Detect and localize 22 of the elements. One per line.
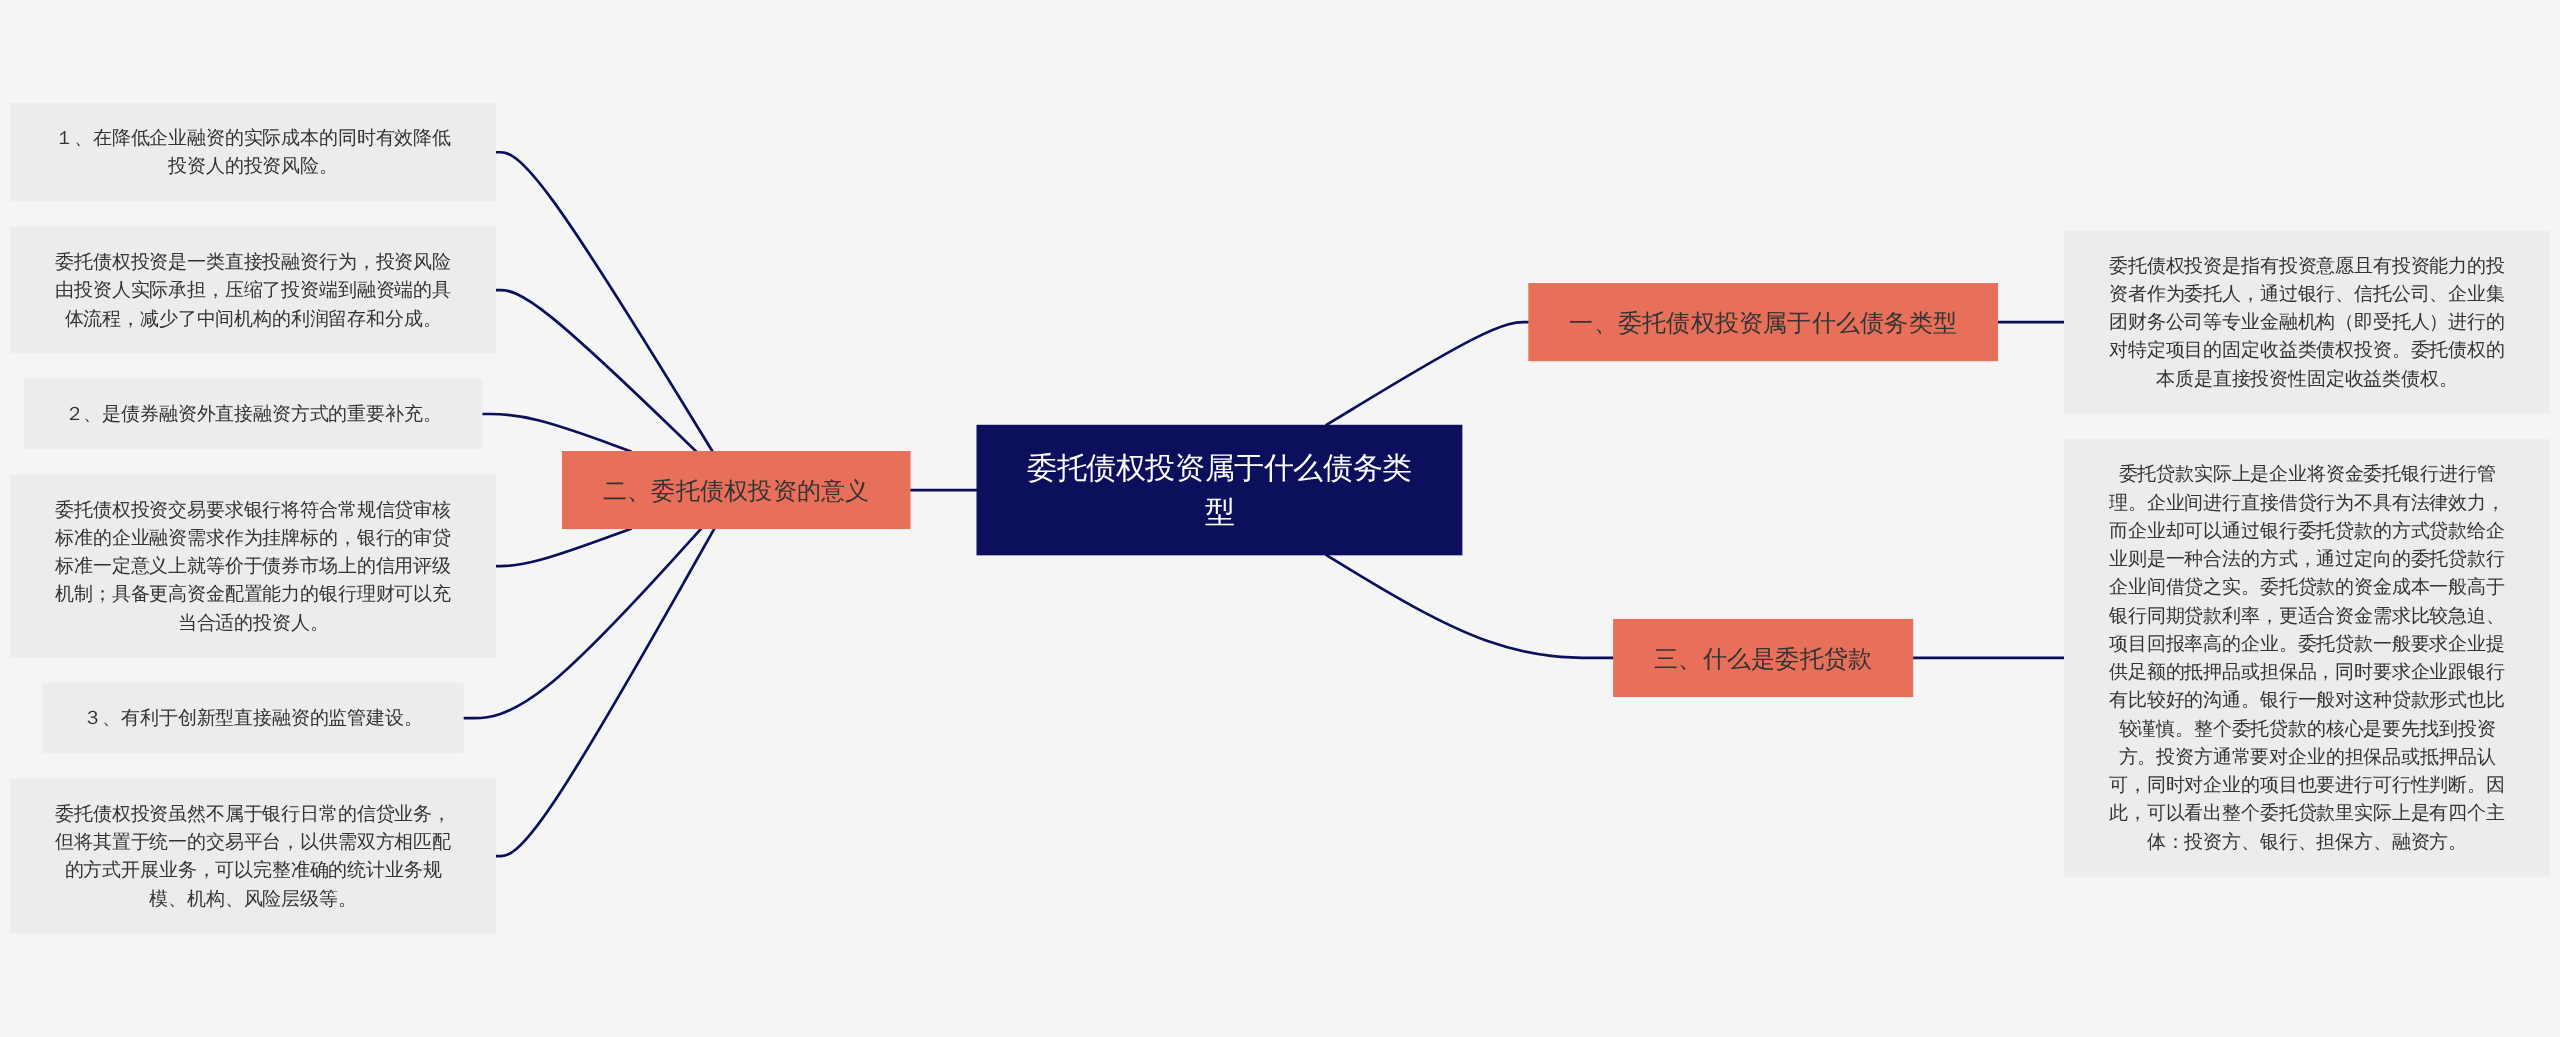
connector: [1324, 553, 1614, 660]
node-box: ３、有利于创新型直接融资的监管建设。: [42, 683, 464, 754]
node-box: 三、什么是委托贷款: [1613, 619, 1914, 698]
connector: [1997, 320, 2065, 324]
connector: [495, 527, 716, 858]
node-box: 委托债权投资属于什么债务类型: [976, 424, 1463, 556]
connector: [495, 289, 698, 453]
node-box: 委托债权投资交易要求银行将符合常规信贷审核标准的企业融资需求作为挂牌标的，银行的审贷标准一定意义上就等价于债券市场上的信用评级机制；具备更高资金配置能力的银行理财可以充当合适的投资人。: [10, 474, 496, 658]
connector: [1324, 320, 1529, 427]
node-box: 委托债权投资虽然不属于银行日常的信贷业务，但将其置于统一的交易平台，以供需双方相匹配的方式开展业务，可以完整准确的统计业务规模、机构、风险层级等。: [10, 778, 496, 934]
node-box: １、在降低企业融资的实际成本的同时有效降低投资人的投资风险。: [10, 103, 496, 202]
connector: [1912, 656, 2065, 660]
node-box: 委托债权投资是指有投资意愿且有投资能力的投资者作为委托人，通过银行、信托公司、企业集团财务公司等专业金融机构（即受托人）进行的对特定项目的固定收益类债权投资。委托债权的本质是直接投资性固定收益类债权。: [2064, 230, 2550, 414]
node-box: ２、是债券融资外直接融资方式的重要补充。: [23, 379, 483, 450]
node-box: 一、委托债权投资属于什么债务类型: [1528, 283, 1999, 362]
node-box: 二、委托债权投资的意义: [561, 451, 911, 530]
connector: [463, 527, 703, 720]
node-box: 委托贷款实际上是企业将资金委托银行进行管理。企业间进行直接借贷行为不具有法律效力，而企业却可以通过银行委托贷款的方式贷款给企业则是一种合法的方式，通过定向的委托贷款行企业间借贷之实。委托贷款的资金成本一般高于银行同期贷款利率，更适合资金需求比较急迫、项目回报率高的企业。委托贷款一般要求企业提供足额的抵押品或担保品，同时要求企业跟银行有比较好的沟通。银行一般对这种贷款形式也比较谨慎。整个委托贷款的核心是要先找到投资方。投资方通常要对企业的担保品或抵押品认可，同时对企业的项目也要进行可行性判断。因此，可以看出整个委托贷款里实际上是有四个主体：投资方、银行、担保方、融资方。: [2064, 439, 2550, 877]
connector: [495, 151, 714, 453]
connector: [909, 488, 978, 492]
node-box: 委托债权投资是一类直接投融资行为，投资风险由投资人实际承担，压缩了投资端到融资端的具体流程，减少了中间机构的利润留存和分成。: [10, 227, 496, 354]
connector: [495, 527, 633, 568]
